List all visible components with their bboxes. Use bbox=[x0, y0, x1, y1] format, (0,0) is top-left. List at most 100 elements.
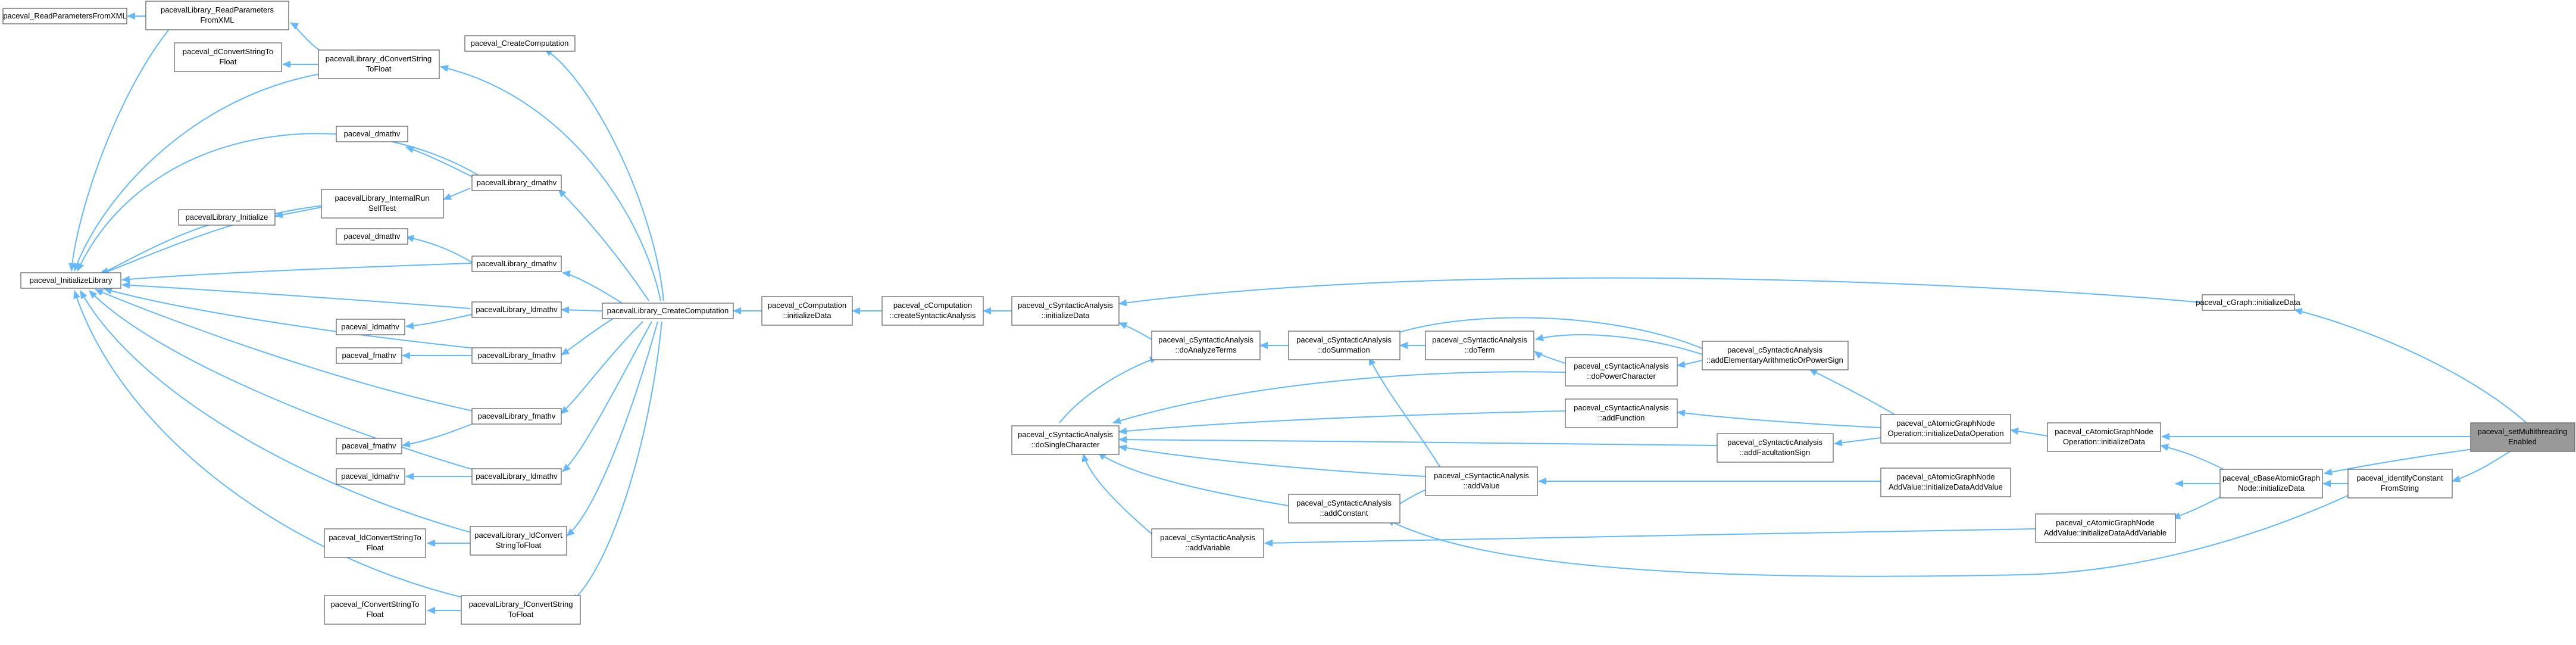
node-pacevallibrary-fmathv-2[interactable]: pacevalLibrary_fmathv bbox=[471, 408, 562, 425]
node-paceval-cgraph-initializedata[interactable]: paceval_cGraph::initializeData bbox=[2196, 294, 2301, 311]
node-pacevallibrary-initialize[interactable]: pacevalLibrary_Initialize bbox=[178, 209, 276, 226]
node-label-line2: Operation::initializeDataOperation bbox=[1887, 429, 2003, 438]
node-label: paceval_cAtomicGraphNode bbox=[2056, 518, 2154, 527]
edge bbox=[95, 289, 474, 412]
node-label-line2: ::addConstant bbox=[1320, 509, 1368, 518]
node-paceval-ccomputation-initializedata[interactable]: paceval_cComputation::initializeData bbox=[761, 296, 853, 326]
node-paceval-csyntacticanalysis-addelementaryarithmeticorpowersign[interactable]: paceval_cSyntacticAnalysis::addElementar… bbox=[1702, 341, 1849, 370]
node-pacevallibrary-dmathv[interactable]: pacevalLibrary_dmathv bbox=[471, 175, 562, 191]
node-paceval-fmathv-2[interactable]: paceval_fmathv bbox=[336, 438, 402, 454]
edge bbox=[73, 71, 337, 272]
node-label: paceval_cSyntacticAnalysis bbox=[1296, 498, 1392, 507]
node-paceval-ccomputation-createsyntacticanalysis[interactable]: paceval_cComputation::createSyntacticAna… bbox=[881, 296, 984, 326]
edge bbox=[1386, 317, 1703, 349]
node-paceval-catomicgraphnodeaddvalue-initializedataaddvariable[interactable]: paceval_cAtomicGraphNodeAddValue::initia… bbox=[2035, 513, 2176, 543]
node-pacevallibrary-ldmathv[interactable]: pacevalLibrary_ldmathv bbox=[471, 301, 562, 318]
edge bbox=[402, 423, 473, 448]
node-pacevallibrary-readparametersfromxml[interactable]: pacevalLibrary_ReadParametersFromXML bbox=[145, 1, 289, 30]
node-paceval-csyntacticanalysis-initializedata[interactable]: paceval_cSyntacticAnalysis::initializeDa… bbox=[1011, 296, 1120, 326]
edge bbox=[571, 321, 662, 602]
node-paceval-csyntacticanalysis-addconstant[interactable]: paceval_cSyntacticAnalysis::addConstant bbox=[1288, 494, 1400, 524]
node-label-line2: ToFloat bbox=[508, 610, 534, 619]
node-label: paceval_ReadParametersFromXML bbox=[3, 11, 126, 20]
edge bbox=[2160, 444, 2227, 471]
node-paceval-csyntacticanalysis-addvalue[interactable]: paceval_cSyntacticAnalysis::addValue bbox=[1425, 466, 1538, 496]
node-label: paceval_cSyntacticAnalysis bbox=[1158, 335, 1253, 344]
node-label-line2: SelfTest bbox=[368, 204, 396, 213]
node-label: paceval_cAtomicGraphNode bbox=[1896, 419, 1994, 428]
edge bbox=[121, 263, 472, 283]
edge bbox=[77, 133, 483, 272]
edge bbox=[1264, 528, 2036, 547]
node-paceval-csyntacticanalysis-doterm[interactable]: paceval_cSyntacticAnalysis::doTerm bbox=[1425, 331, 1534, 360]
node-pacevallibrary-createcomputation[interactable]: pacevalLibrary_CreateComputation bbox=[602, 303, 734, 319]
node-pacevallibrary-dmathv-2[interactable]: pacevalLibrary_dmathv bbox=[471, 255, 562, 272]
node-paceval-catomicgraphnodeaddvalue-initializedataaddvalue[interactable]: paceval_cAtomicGraphNodeAddValue::initia… bbox=[1880, 468, 2011, 497]
node-paceval-csyntacticanalysis-addvariable[interactable]: paceval_cSyntacticAnalysis::addVariable bbox=[1151, 528, 1264, 558]
node-pacevallibrary-fmathv[interactable]: pacevalLibrary_fmathv bbox=[471, 347, 562, 364]
node-label: paceval_ldConvertStringTo bbox=[329, 533, 421, 542]
node-label: paceval_dConvertStringTo bbox=[183, 47, 273, 56]
edge bbox=[1677, 360, 1703, 368]
node-paceval-csyntacticanalysis-addfacultationsign[interactable]: paceval_cSyntacticAnalysis::addFacultati… bbox=[1717, 433, 1834, 463]
edge bbox=[405, 314, 473, 329]
edge bbox=[2010, 428, 2048, 437]
node-paceval-cbaseatomicgraphnode-initializedata[interactable]: paceval_cBaseAtomicGraphNode::initialize… bbox=[2219, 469, 2323, 498]
edge bbox=[1386, 491, 2358, 577]
edge bbox=[440, 65, 661, 301]
node-paceval-createcomputation[interactable]: paceval_CreateComputation bbox=[464, 35, 576, 52]
node-label: paceval_cAtomicGraphNode bbox=[2055, 427, 2153, 436]
node-paceval-ldmathv[interactable]: paceval_ldmathv bbox=[336, 319, 405, 335]
node-label: paceval_dmathv bbox=[344, 232, 401, 241]
node-label: pacevalLibrary_fmathv bbox=[478, 351, 556, 360]
node-paceval-initializelibrary[interactable]: paceval_InitializeLibrary bbox=[20, 272, 121, 289]
node-paceval-csyntacticanalysis-dosummation[interactable]: paceval_cSyntacticAnalysis::doSummation bbox=[1288, 331, 1400, 360]
node-paceval-readparametersfromxml[interactable]: paceval_ReadParametersFromXML bbox=[2, 8, 127, 24]
edges bbox=[68, 13, 2530, 614]
edge bbox=[104, 287, 477, 349]
node-label-line2: ::addValue bbox=[1463, 481, 1499, 490]
edge bbox=[80, 290, 474, 534]
node-label-line2: ::addFunction bbox=[1598, 413, 1645, 422]
node-paceval-catomicgraphnodeoperation-initializedataoperation[interactable]: paceval_cAtomicGraphNodeOperation::initi… bbox=[1880, 414, 2011, 444]
node-label-line2: Float bbox=[220, 57, 237, 66]
node-paceval-catomicgraphnodeoperation-initializedata[interactable]: paceval_cAtomicGraphNodeOperation::initi… bbox=[2047, 422, 2161, 452]
node-paceval-dmathv-2[interactable]: paceval_dmathv bbox=[336, 228, 408, 245]
node-paceval-csyntacticanalysis-doanalyzeterms[interactable]: paceval_cSyntacticAnalysis::doAnalyzeTer… bbox=[1151, 331, 1261, 360]
node-paceval-csyntacticanalysis-addfunction[interactable]: paceval_cSyntacticAnalysis::addFunction bbox=[1565, 398, 1678, 428]
node-label: paceval_ldmathv bbox=[341, 472, 399, 481]
edge bbox=[544, 48, 664, 301]
node-label-line2: Node::initializeData bbox=[2238, 484, 2305, 493]
edge bbox=[443, 188, 471, 200]
node-label-line2: ::doTerm bbox=[1465, 345, 1495, 354]
node-label: paceval_setMultithreading bbox=[2477, 427, 2567, 436]
edge bbox=[68, 24, 173, 272]
node-label: pacevalLibrary_ldmathv bbox=[476, 472, 558, 481]
edge bbox=[1118, 436, 1718, 446]
node-paceval-fmathv[interactable]: paceval_fmathv bbox=[336, 347, 402, 364]
edge bbox=[1368, 357, 1441, 468]
edge bbox=[1118, 322, 1152, 340]
node-label-line2: Operation::initializeData bbox=[2063, 437, 2146, 446]
node-label-line2: ::initializeData bbox=[1042, 311, 1090, 320]
node-label: pacevalLibrary_InternalRun bbox=[335, 194, 430, 202]
edge bbox=[121, 281, 471, 309]
node-paceval-ldmathv-2[interactable]: paceval_ldmathv bbox=[336, 468, 405, 485]
node-paceval-csyntacticanalysis-dosinglecharacter[interactable]: paceval_cSyntacticAnalysis::doSingleChar… bbox=[1011, 425, 1120, 455]
node-paceval-dmathv[interactable]: paceval_dmathv bbox=[336, 126, 408, 142]
node-label: paceval_cGraph::initializeData bbox=[2196, 298, 2300, 307]
node-paceval-csyntacticanalysis-dopowercharacter[interactable]: paceval_cSyntacticAnalysis::doPowerChara… bbox=[1565, 357, 1678, 387]
node-label: pacevalLibrary_ReadParameters bbox=[161, 5, 274, 14]
edge bbox=[1118, 277, 2203, 307]
node-pacevallibrary-ldmathv-2[interactable]: pacevalLibrary_ldmathv bbox=[471, 468, 562, 485]
edge bbox=[1534, 351, 1566, 364]
